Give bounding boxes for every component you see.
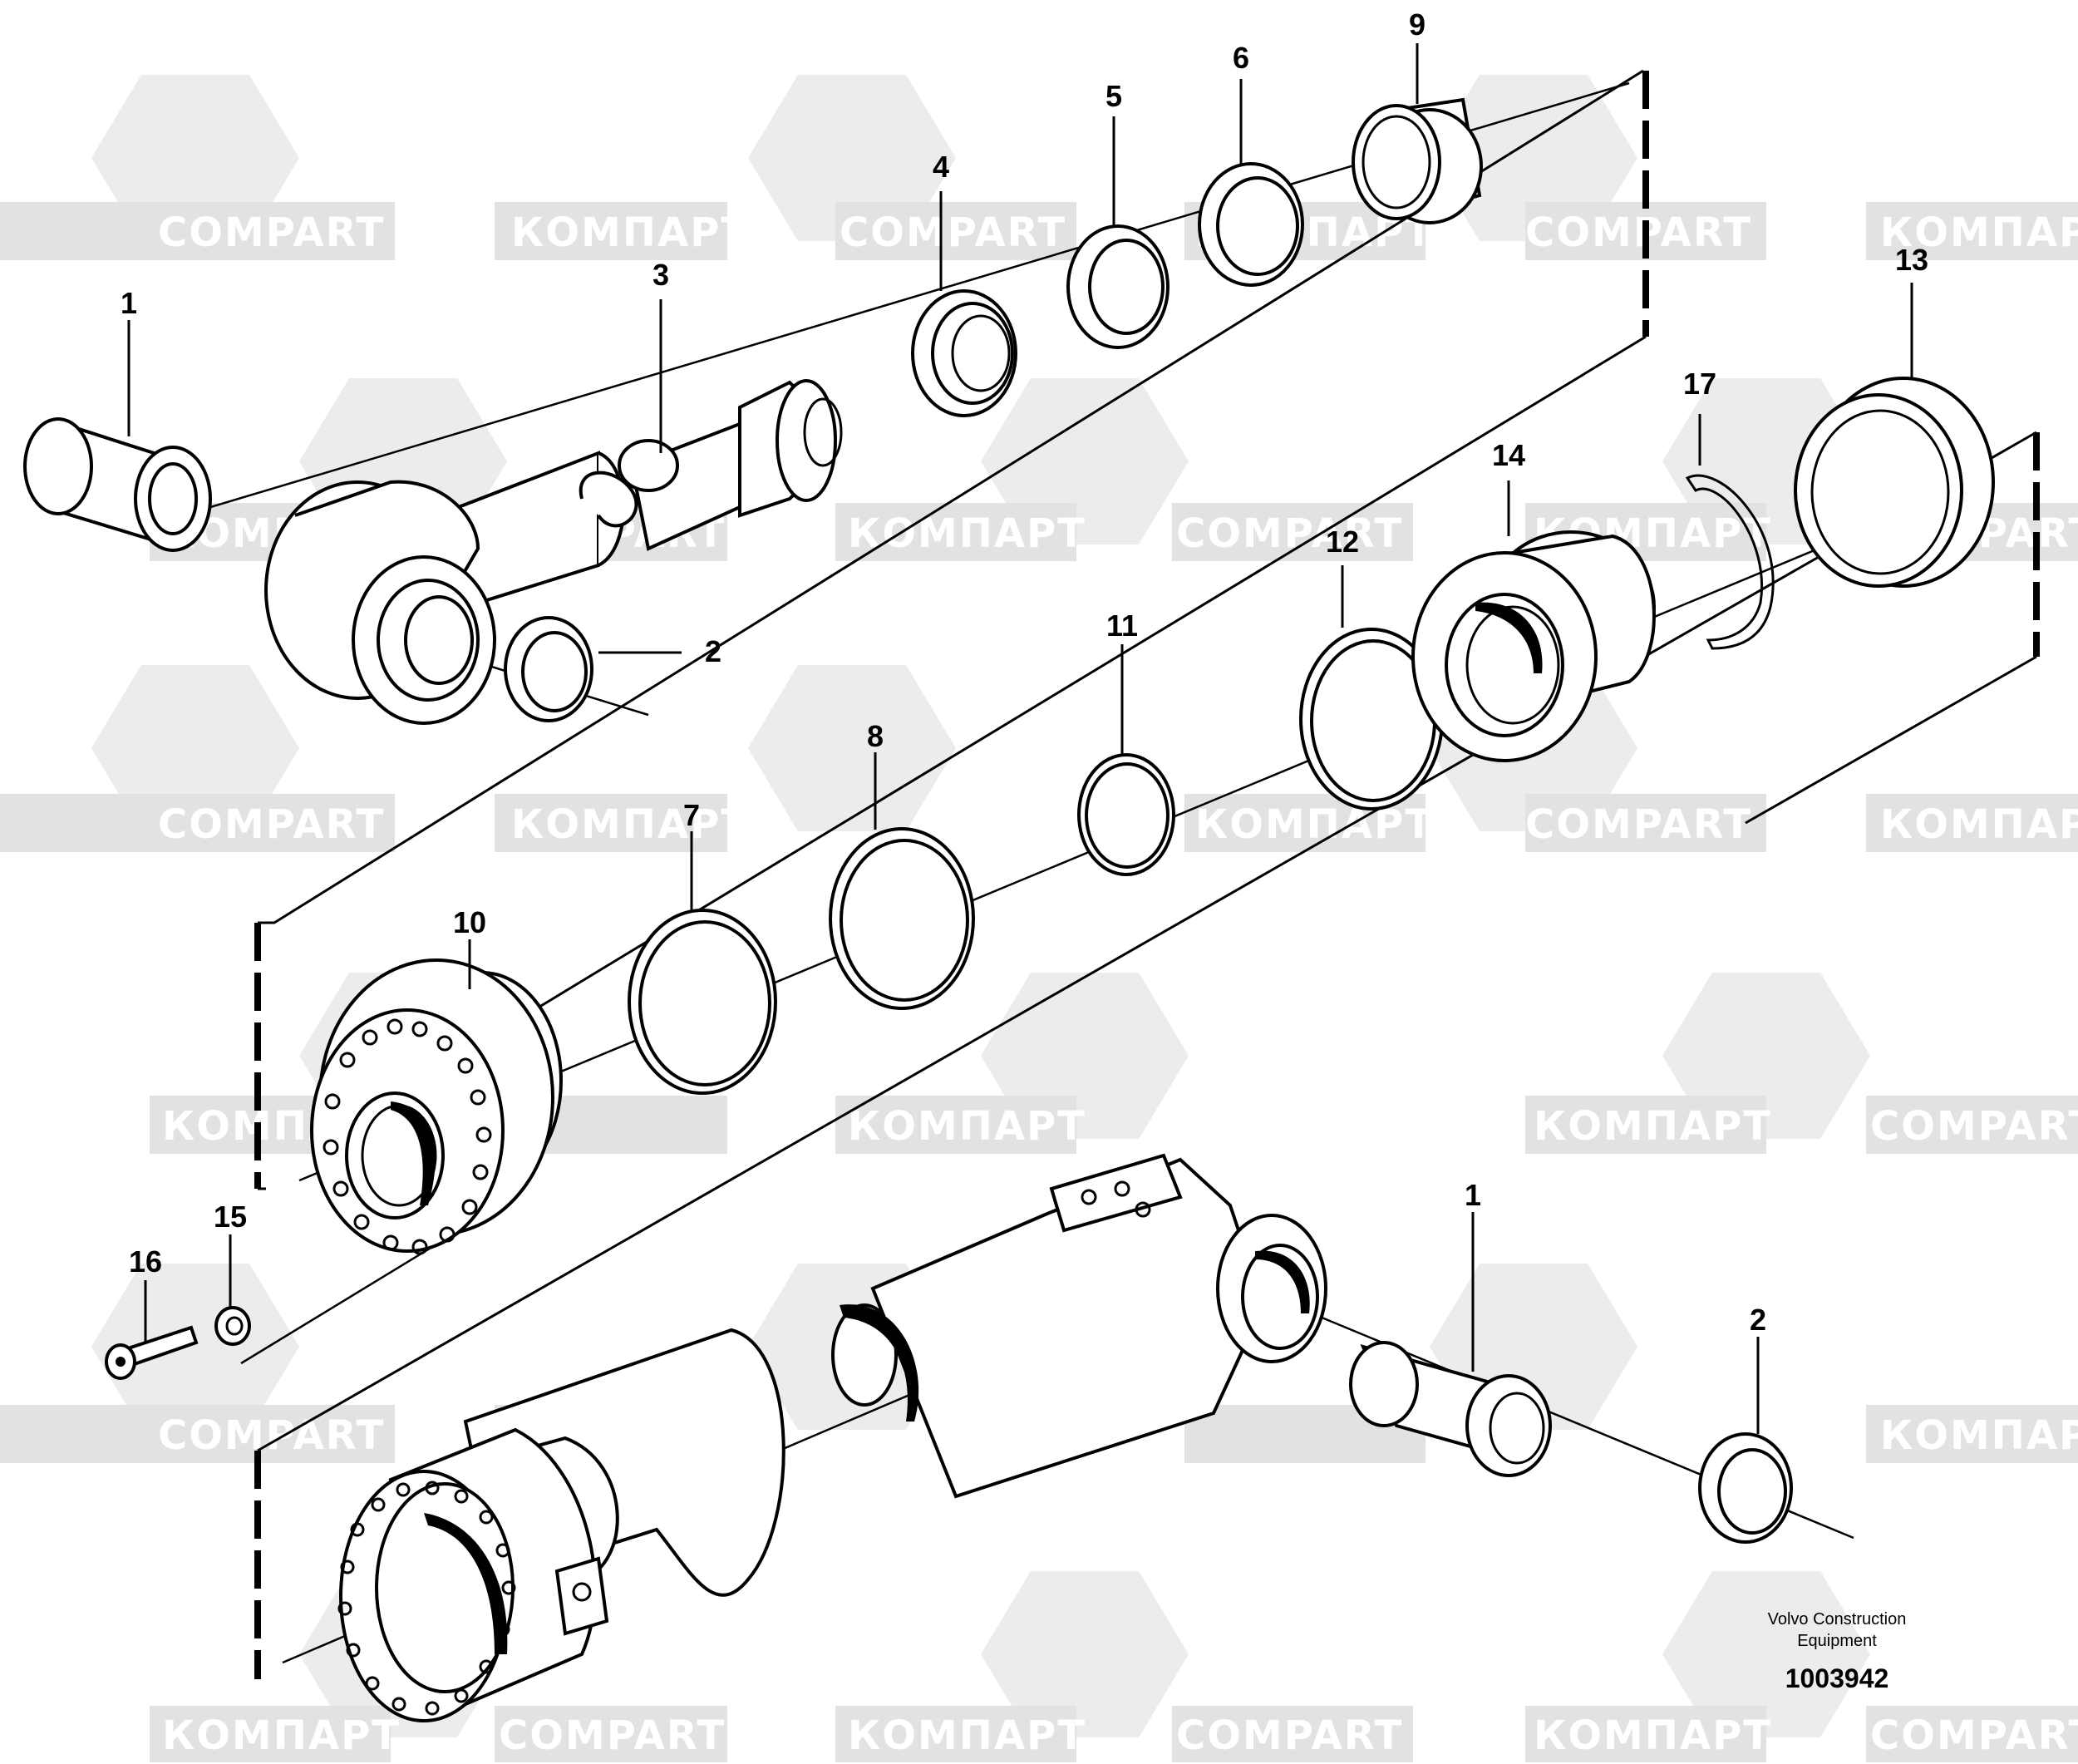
callout-17: 17 <box>1683 367 1716 401</box>
watermark-text: КОМПАРТ <box>511 209 750 256</box>
watermark-text: COMPART <box>1525 209 1752 256</box>
part-cylinder-tube <box>337 1153 1327 1722</box>
watermark-text: КОМПАРТ <box>1880 1412 2078 1459</box>
watermark-text: COMPART <box>499 1712 726 1759</box>
callout-14: 14 <box>1492 438 1525 472</box>
watermark-text: COMPART <box>158 1412 385 1459</box>
watermark-text: КОМПАРТ <box>848 510 1086 557</box>
part-5-rod-seal <box>1066 224 1169 349</box>
callout-9: 9 <box>1409 7 1426 42</box>
callout-5: 5 <box>1105 79 1122 113</box>
callout-1-top: 1 <box>121 286 137 320</box>
part-9-guide-bushing <box>1352 97 1483 224</box>
drawing-number: 1003942 <box>1785 1663 1889 1693</box>
screw-axis <box>240 1245 433 1365</box>
watermark-text: КОМПАРТ <box>1880 209 2078 256</box>
watermark-text: КОМПАРТ <box>848 1712 1086 1759</box>
watermark-row-1: COMPART КОМПАРТ COMPART КОМПАРТ COMPART … <box>0 75 2078 260</box>
part-14-piston <box>1411 530 1656 762</box>
part-7-o-ring <box>628 909 777 1095</box>
part-15-washer <box>214 1306 251 1346</box>
callout-13: 13 <box>1895 243 1928 277</box>
part-16-cap-screw <box>105 1325 199 1380</box>
leader-lines <box>127 43 1913 1434</box>
part-1-bushing-bottom <box>1349 1341 1552 1477</box>
watermark-layer: COMPART КОМПАРТ COMPART КОМПАРТ COMPART … <box>0 75 2078 1762</box>
callout-15: 15 <box>214 1200 247 1234</box>
part-12-o-ring <box>1299 628 1444 811</box>
watermark-text: КОМПАРТ <box>162 1712 401 1759</box>
part-11-o-ring <box>1077 753 1175 876</box>
part-rod-eye <box>264 480 496 725</box>
part-10-cylinder-head <box>310 958 563 1255</box>
watermark-text: COMPART <box>1870 1712 2078 1759</box>
watermark-row-4: КОМПАРТ КОМПАРТ КОМПАРТ COMPART <box>150 973 2078 1154</box>
watermark-text: КОМПАРТ <box>1534 1103 1772 1150</box>
watermark-text: КОМПАРТ <box>1195 801 1434 848</box>
part-8-backup-ring <box>829 827 975 1010</box>
callout-2-bottom: 2 <box>1750 1303 1766 1337</box>
frame-bottom-right-slant <box>1745 655 2037 825</box>
watermark-text: COMPART <box>840 209 1066 256</box>
part-6-rod-seal <box>1198 162 1304 287</box>
watermark-text: КОМПАРТ <box>1880 801 2078 848</box>
callout-7: 7 <box>683 798 700 832</box>
frame-top-slant <box>258 69 1644 924</box>
callout-12: 12 <box>1326 525 1359 559</box>
part-3-piston-rod <box>413 379 843 609</box>
watermark-text: COMPART <box>1525 801 1752 848</box>
callout-4: 4 <box>933 150 949 184</box>
callout-labels: 1 2 3 4 5 6 9 13 17 14 12 11 8 7 10 15 1… <box>121 7 1928 1337</box>
manufacturer-credit-line-2: Equipment <box>1797 1632 1877 1650</box>
part-1-bushing-top <box>23 417 212 552</box>
callout-10: 10 <box>453 905 486 939</box>
callout-11: 11 <box>1106 609 1138 643</box>
watermark-text: COMPART <box>1176 1712 1403 1759</box>
frame-bottom-slant <box>257 431 2037 1452</box>
manufacturer-credit: Volvo Construction <box>1768 1610 1907 1628</box>
callout-16: 16 <box>129 1244 162 1279</box>
watermark-text: КОМПАРТ <box>848 1103 1086 1150</box>
watermark-text: КОМПАРТ <box>1534 1712 1772 1759</box>
callout-1-bottom: 1 <box>1465 1178 1481 1212</box>
part-17-snap-ring <box>1685 474 1775 650</box>
watermark-text: КОМПАРТ <box>511 801 750 848</box>
drawing-footer: Volvo Construction Equipment 1003942 <box>1768 1610 1907 1693</box>
part-13-piston-ring <box>1794 377 1995 588</box>
part-2-seal-top <box>504 616 593 722</box>
part-4-wiper-seal <box>911 289 1017 417</box>
watermark-text: COMPART <box>1870 1103 2078 1150</box>
callout-3: 3 <box>652 258 669 292</box>
watermark-row-3: COMPART КОМПАРТ КОМПАРТ COMPART КОМПАРТ <box>0 665 2078 852</box>
watermark-text: COMPART <box>158 209 385 256</box>
callout-6: 6 <box>1233 41 1249 75</box>
callout-2-top: 2 <box>705 634 721 668</box>
callout-8: 8 <box>867 719 884 753</box>
watermark-text: COMPART <box>158 801 385 848</box>
watermark-text: COMPART <box>1176 510 1403 557</box>
part-2-seal-bottom <box>1698 1432 1793 1544</box>
